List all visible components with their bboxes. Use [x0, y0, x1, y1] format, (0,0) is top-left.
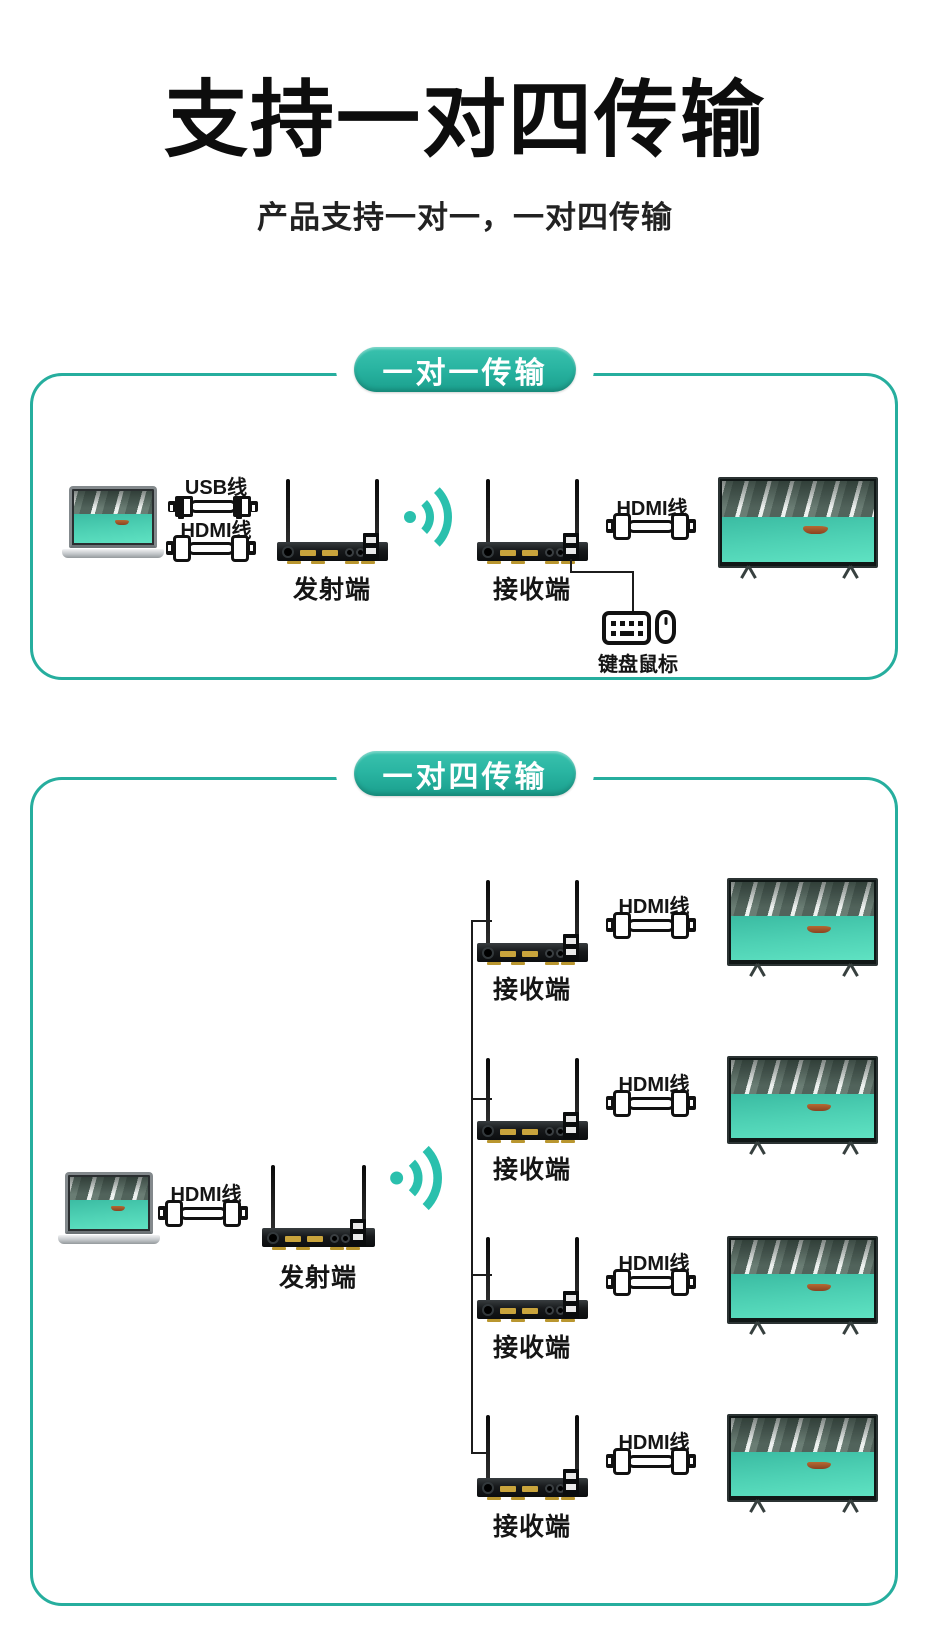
tv-leg — [738, 566, 756, 579]
device-body — [477, 1469, 588, 1500]
transmitter-label: 发射端 — [292, 576, 371, 604]
tv-image — [727, 878, 878, 966]
lake-photo — [74, 491, 152, 543]
laptop-screen — [65, 1172, 153, 1234]
antenna-icon — [271, 1165, 275, 1231]
device-body — [277, 533, 388, 564]
lake-photo — [70, 1177, 148, 1229]
hdmi-cable-tv-label: HDMI线 — [616, 498, 688, 520]
antenna-icon — [486, 1415, 490, 1481]
receiver-device — [477, 1236, 588, 1322]
laptop-base — [58, 1235, 160, 1244]
device-body — [477, 533, 588, 564]
lake-photo — [731, 882, 874, 960]
badge-one-to-four: 一对四传输 — [354, 751, 576, 796]
laptop-base — [62, 549, 164, 558]
hdmi-cable-source-icon — [166, 534, 256, 562]
tv-leg — [840, 1322, 858, 1335]
wifi-signal-icon — [402, 475, 462, 559]
tv-leg — [747, 1500, 765, 1513]
antenna-icon — [486, 1237, 490, 1303]
antenna-icon — [575, 1058, 579, 1124]
badge-one-to-one-wrap: 一对一传输 — [336, 345, 594, 394]
device-body — [477, 1291, 588, 1322]
lake-photo — [722, 481, 874, 562]
receiver-device — [477, 1057, 588, 1143]
antenna-icon — [486, 1058, 490, 1124]
usb-cable-icon — [168, 492, 258, 520]
branch-stub-line — [471, 1452, 490, 1454]
device-body — [262, 1219, 375, 1250]
branch-stub-line — [471, 920, 492, 922]
transmitter-label: 发射端 — [278, 1264, 357, 1292]
receiver-label: 接收端 — [492, 1334, 571, 1362]
tv-image — [727, 1236, 878, 1324]
usb-connection-line — [632, 571, 634, 612]
badge-one-to-four-wrap: 一对四传输 — [336, 749, 594, 798]
receiver-label: 接收端 — [492, 576, 571, 604]
tv-image — [727, 1414, 878, 1502]
antenna-icon — [486, 880, 490, 946]
usb-cable-label: USB线 — [184, 477, 248, 499]
tv-leg — [747, 1322, 765, 1335]
branch-trunk-line — [471, 920, 473, 1454]
tv-leg — [747, 1142, 765, 1155]
branch-stub-line — [471, 1098, 492, 1100]
mouse-icon — [655, 610, 676, 644]
tv-image — [727, 1056, 878, 1144]
tv-leg — [840, 964, 858, 977]
lake-photo — [731, 1418, 874, 1496]
receiver-device — [477, 879, 588, 965]
tv-leg — [840, 1500, 858, 1513]
hdmi-cable-source-icon — [158, 1199, 248, 1227]
device-body — [477, 1112, 588, 1143]
tv-leg — [840, 1142, 858, 1155]
antenna-icon — [286, 479, 290, 545]
receiver-label: 接收端 — [492, 1156, 571, 1184]
antenna-icon — [575, 479, 579, 545]
lake-photo — [731, 1060, 874, 1138]
receiver-label: 接收端 — [492, 976, 571, 1004]
antenna-icon — [575, 1415, 579, 1481]
usb-connection-line — [570, 559, 572, 573]
page-title: 支持一对四传输 — [163, 73, 766, 167]
antenna-icon — [575, 880, 579, 946]
hdmi-cable-icon — [606, 1268, 696, 1296]
hdmi-cable-icon — [606, 911, 696, 939]
receiver-device — [477, 478, 588, 564]
branch-stub-line — [471, 1274, 492, 1276]
antenna-icon — [575, 1237, 579, 1303]
device-body — [477, 934, 588, 965]
keyboard-mouse-label: 键盘鼠标 — [598, 654, 678, 676]
tv-image — [718, 477, 878, 568]
usb-connection-line — [570, 571, 634, 573]
hdmi-cable-tv-icon — [606, 512, 696, 540]
laptop-screen — [69, 486, 157, 548]
tv-leg — [840, 566, 858, 579]
tv-leg — [747, 964, 765, 977]
antenna-icon — [486, 479, 490, 545]
badge-one-to-one: 一对一传输 — [354, 347, 576, 392]
laptop-image — [58, 1172, 160, 1244]
hdmi-cable-icon — [606, 1089, 696, 1117]
receiver-device — [477, 1414, 588, 1500]
wifi-signal-icon — [388, 1132, 453, 1224]
receiver-label: 接收端 — [492, 1513, 571, 1541]
page-subtitle: 产品支持一对一，一对四传输 — [257, 200, 673, 235]
keyboard-icon — [602, 611, 651, 645]
laptop-image — [62, 486, 164, 558]
hdmi-cable-icon — [606, 1447, 696, 1475]
lake-photo — [731, 1240, 874, 1318]
